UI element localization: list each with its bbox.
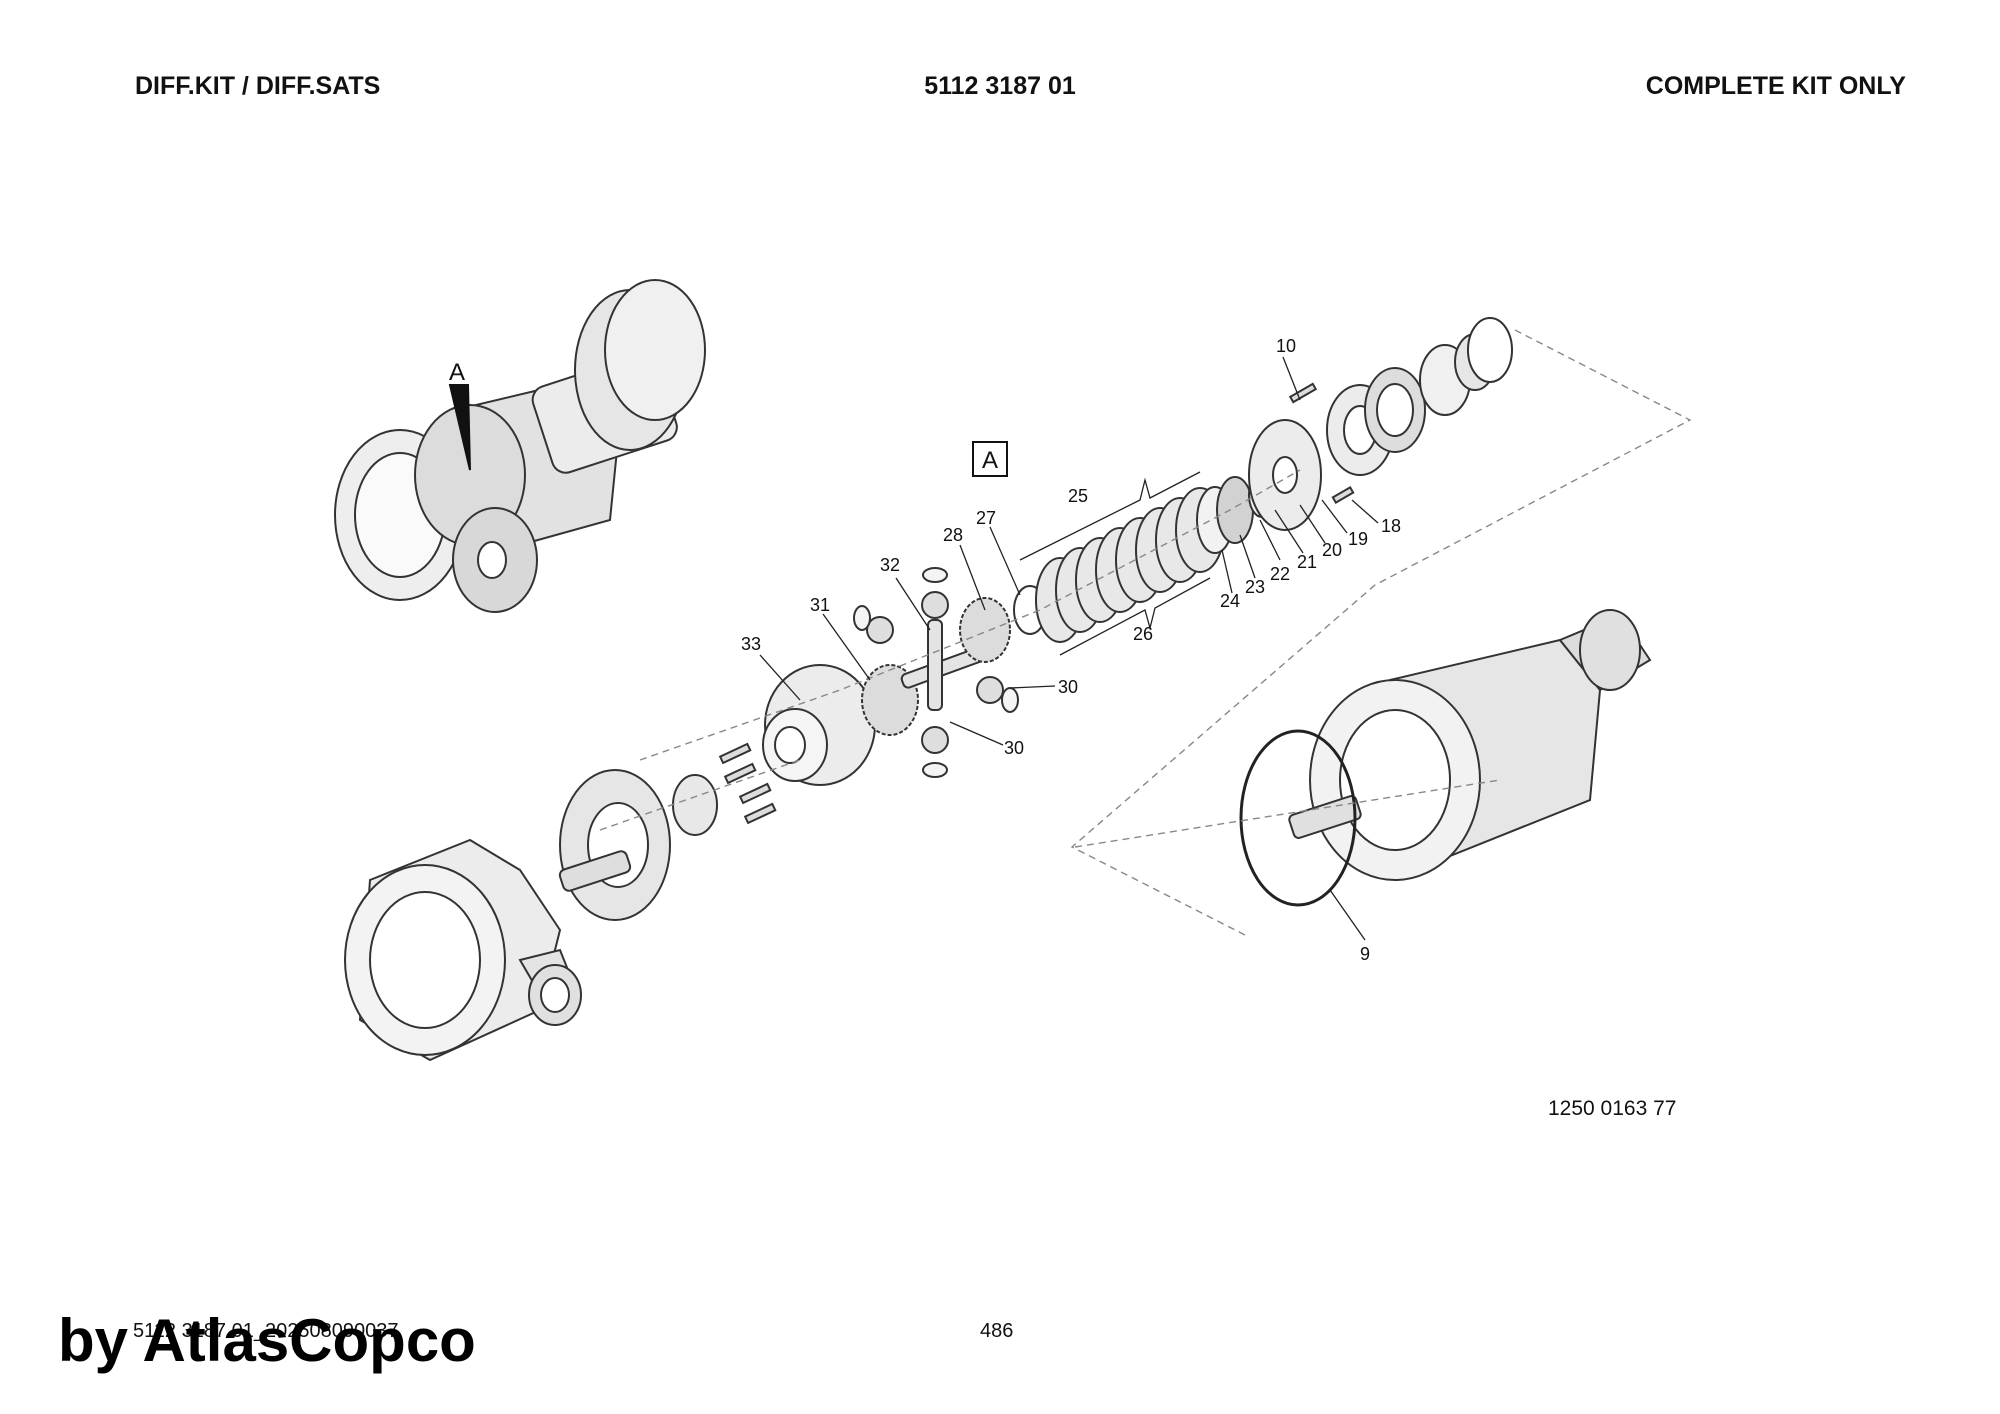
bolt-18 xyxy=(1331,486,1355,504)
callout-18: 18 xyxy=(1381,516,1401,536)
axle-housing xyxy=(1288,609,1652,881)
footer-document-id: 5112 3187 01_202508090037 xyxy=(133,1320,399,1342)
callout-32: 32 xyxy=(880,555,900,575)
callout-25: 25 xyxy=(1068,486,1088,506)
view-marker-box xyxy=(972,441,1008,477)
callout-19: 19 xyxy=(1348,529,1368,549)
carrier-housing xyxy=(344,838,582,1062)
callout-20: 20 xyxy=(1322,540,1342,560)
leader-lines xyxy=(759,356,1379,941)
differential-case xyxy=(762,664,876,786)
drawing-reference-number: 1250 0163 77 xyxy=(1548,1097,1677,1120)
disc-group-brackets xyxy=(1019,471,1211,656)
axle-assembly-overview xyxy=(334,279,706,613)
thrust-washers xyxy=(853,567,1019,778)
callout-10: 10 xyxy=(1276,336,1296,356)
brand-watermark: by AtlasCopco xyxy=(58,1307,476,1374)
header-kit-title: DIFF.KIT / DIFF.SATS xyxy=(135,72,381,100)
callout-31: 31 xyxy=(810,595,830,615)
clutch-disc-pack xyxy=(1035,487,1225,643)
callout-28: 28 xyxy=(943,525,963,545)
bolt-10 xyxy=(1288,382,1318,404)
carrier-bolts xyxy=(718,742,777,825)
ring-gear xyxy=(558,769,671,921)
detail-marker-label: A xyxy=(449,359,465,386)
callout-9: 9 xyxy=(1360,944,1370,964)
callout-labels: 10 18 19 20 21 22 23 24 25 26 27 28 30 3… xyxy=(741,336,1401,964)
callout-21: 21 xyxy=(1297,552,1317,572)
callout-27: 27 xyxy=(976,508,996,528)
view-arrow-icon xyxy=(448,384,471,471)
assembly-guides xyxy=(599,329,1692,936)
clutch-cover xyxy=(1248,419,1322,531)
carrier-bearing xyxy=(672,774,718,836)
pinion-gears xyxy=(866,591,1004,754)
footer-page-number: 486 xyxy=(980,1320,1014,1342)
callout-33: 33 xyxy=(741,634,761,654)
callout-24: 24 xyxy=(1220,591,1240,611)
callout-30-upper: 30 xyxy=(1058,677,1078,697)
header-part-number: 5112 3187 01 xyxy=(924,72,1076,100)
view-marker-label: A xyxy=(982,447,998,474)
header-kit-note: COMPLETE KIT ONLY xyxy=(1645,72,1906,100)
o-ring xyxy=(1239,729,1357,907)
side-gear-right xyxy=(959,597,1011,663)
callout-30-lower: 30 xyxy=(1004,738,1024,758)
callout-22: 22 xyxy=(1270,564,1290,584)
callout-23: 23 xyxy=(1245,577,1265,597)
callout-26: 26 xyxy=(1133,624,1153,644)
bearing-rings-upper xyxy=(1326,317,1513,476)
